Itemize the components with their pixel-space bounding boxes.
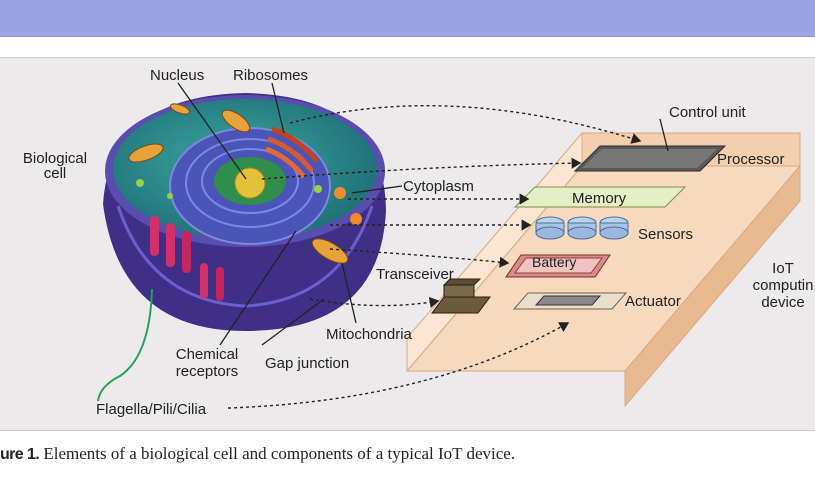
flagellum — [97, 288, 153, 402]
label-cytoplasm: Cytoplasm — [403, 178, 474, 195]
caption-text: Elements of a biological cell and compon… — [39, 444, 516, 463]
sensors-array — [535, 216, 629, 240]
label-battery: Battery — [532, 254, 576, 270]
label-ribosomes: Ribosomes — [233, 67, 308, 84]
label-biological-cell-2: cell — [44, 165, 67, 182]
label-biological-cell-1: Biological — [23, 150, 87, 167]
processor-chip — [573, 145, 727, 172]
label-flagella: Flagella/Pili/Cilia — [96, 401, 207, 418]
leader-lines — [177, 82, 669, 346]
label-actuator: Actuator — [625, 293, 681, 310]
label-chemical-receptors-2: receptors — [176, 363, 239, 380]
transceiver-block — [431, 278, 491, 314]
label-iot-2: computin — [753, 277, 814, 294]
label-iot-1: IoT — [772, 260, 794, 277]
label-processor: Processor — [717, 151, 785, 168]
figure-panel: Nucleus Ribosomes Biological cell Cytopl… — [0, 57, 815, 431]
label-sensors: Sensors — [638, 226, 693, 243]
label-gap-junction: Gap junction — [265, 355, 349, 372]
actuator-block — [512, 292, 628, 310]
label-control-unit: Control unit — [669, 104, 747, 121]
header-bar — [0, 0, 815, 37]
label-nucleus: Nucleus — [150, 67, 204, 84]
iot-device-box — [405, 131, 802, 408]
label-memory: Memory — [572, 190, 627, 207]
caption-label: ure 1. — [0, 446, 40, 463]
diagram: Nucleus Ribosomes Biological cell Cytopl… — [23, 67, 814, 418]
connectors — [227, 105, 642, 409]
figure-caption: ure 1. Elements of a biological cell and… — [0, 444, 515, 464]
battery-block — [505, 254, 611, 278]
label-chemical-receptors-1: Chemical — [176, 346, 239, 363]
label-iot-3: device — [761, 294, 804, 311]
label-transceiver: Transceiver — [376, 266, 454, 283]
biological-cell — [103, 93, 386, 331]
label-mitochondria: Mitochondria — [326, 326, 413, 343]
